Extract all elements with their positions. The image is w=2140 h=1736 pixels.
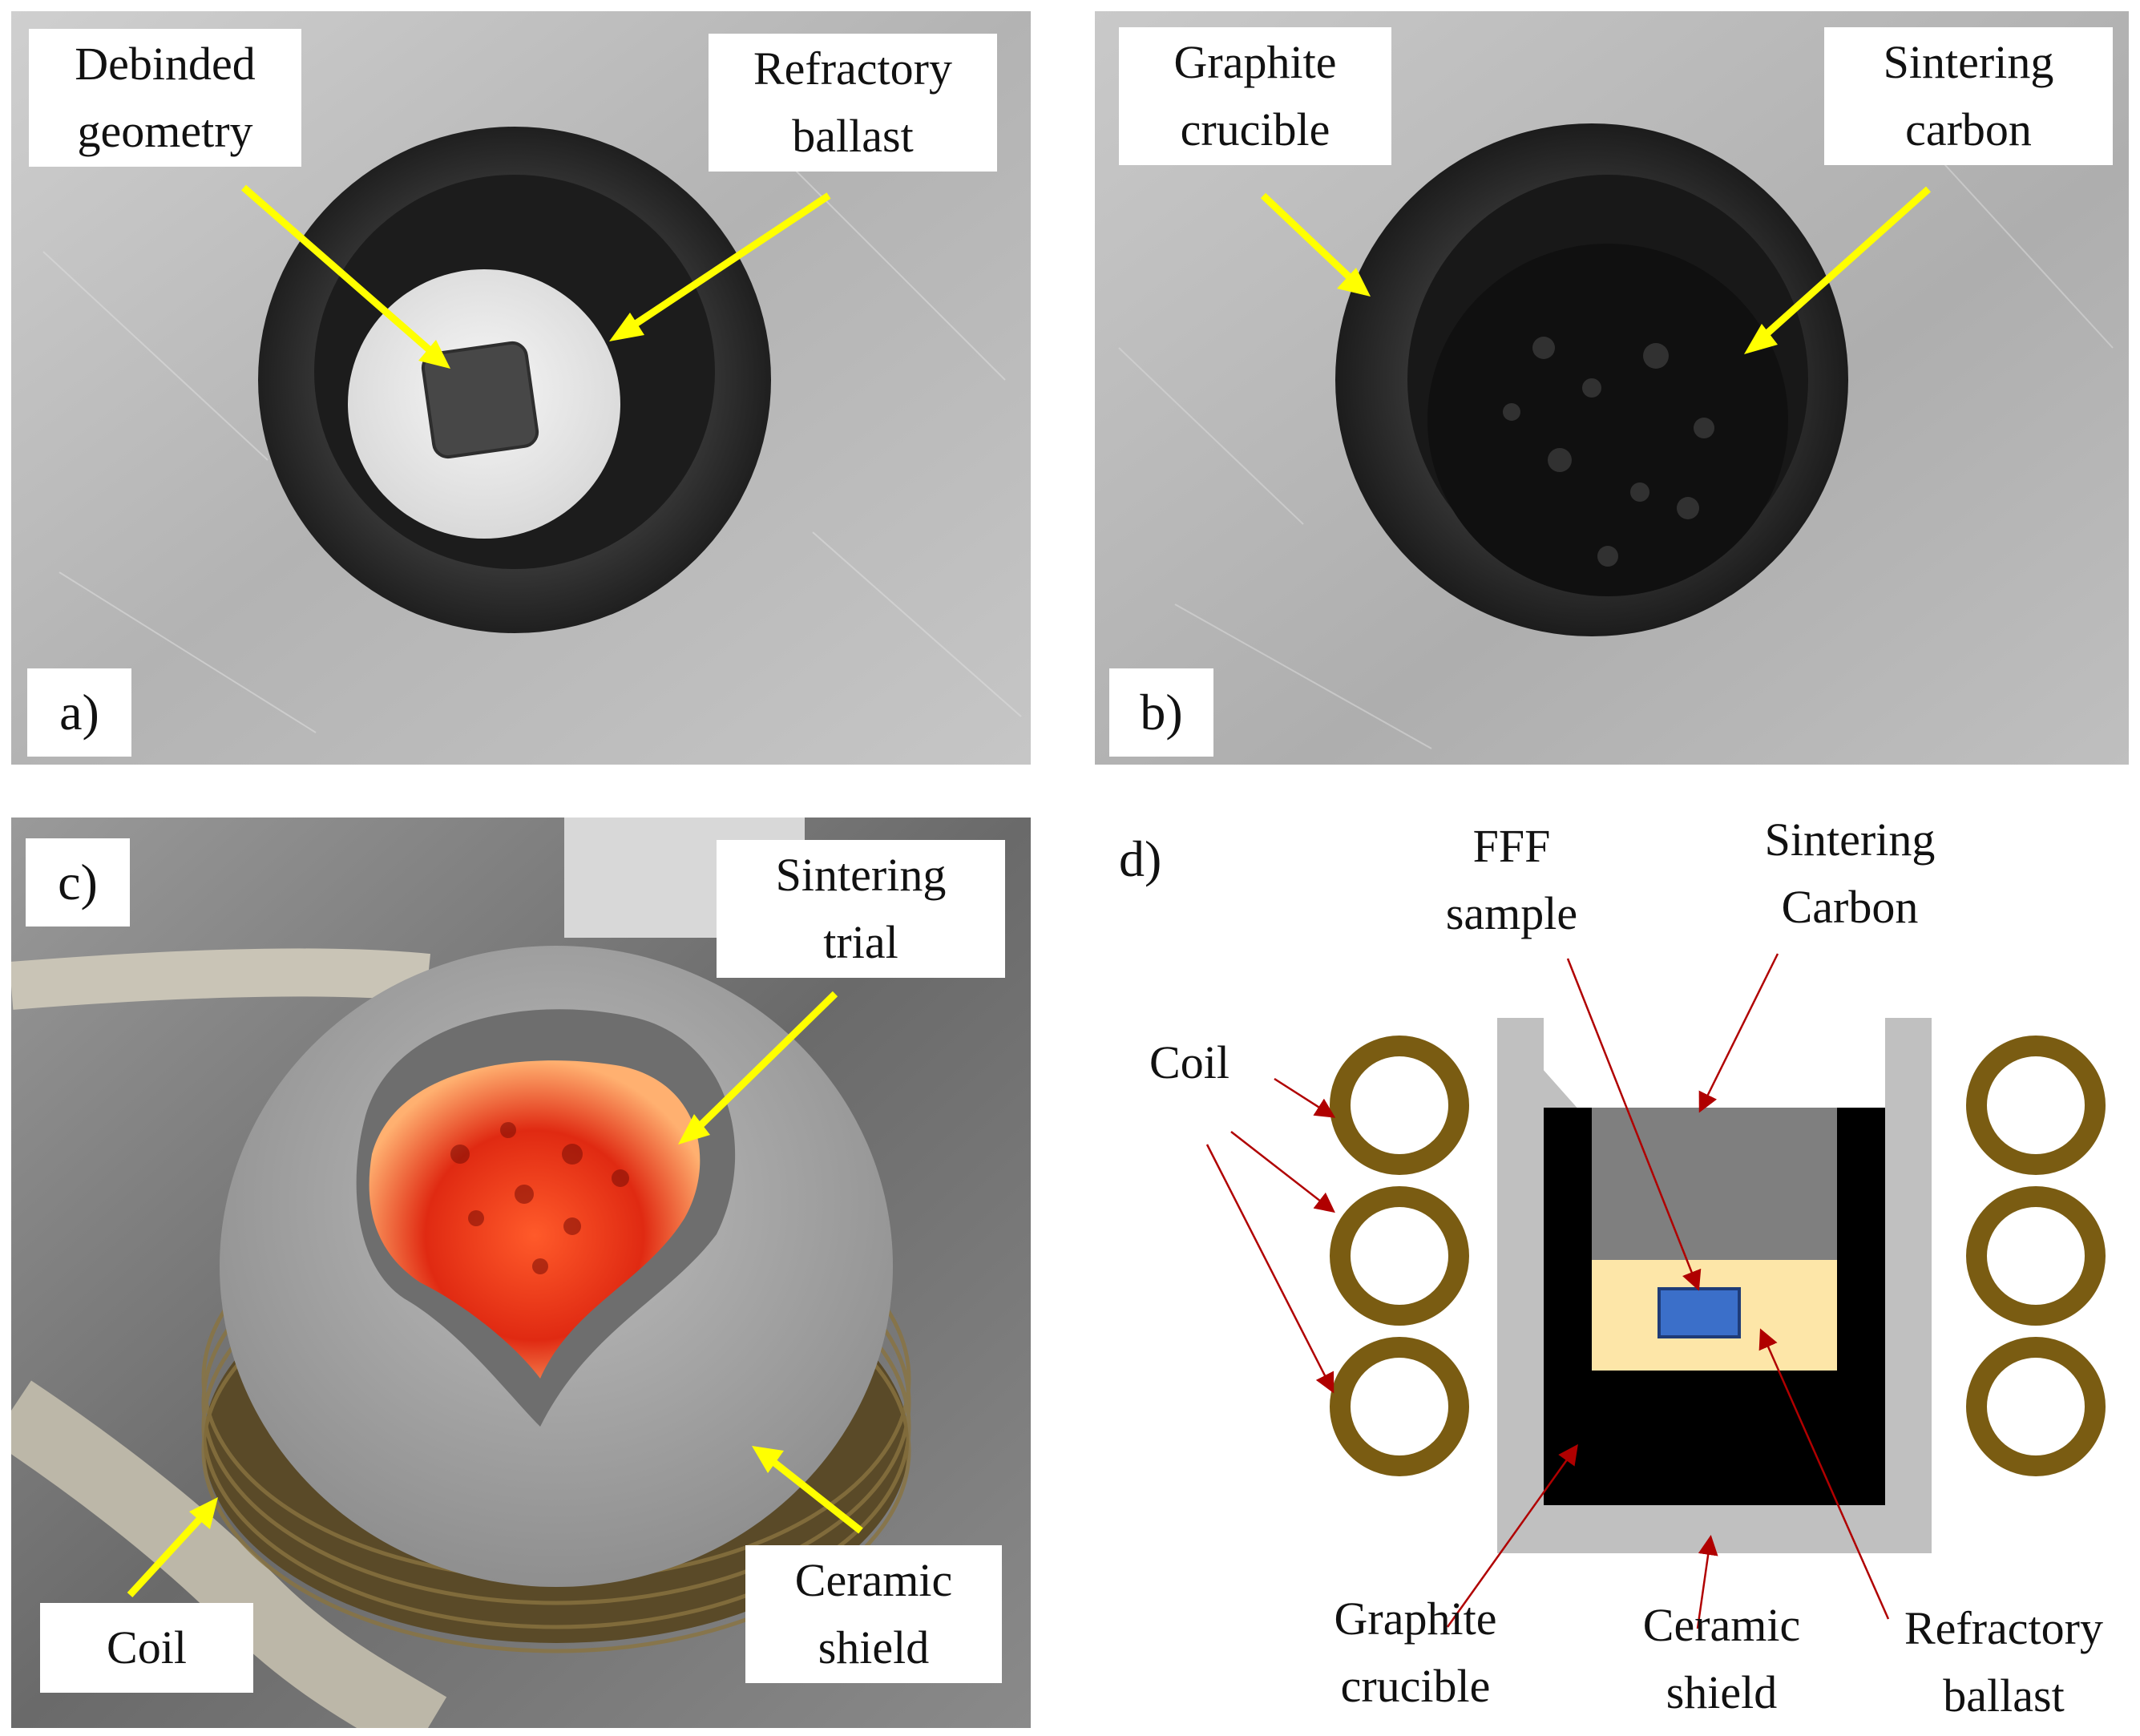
coil-left-top — [1330, 1036, 1469, 1175]
label-line: Refractory — [753, 42, 952, 95]
leader-fff-sample — [1566, 958, 1702, 1291]
label-line: Refractory — [1904, 1602, 2103, 1654]
leader-refractory-ballast — [1758, 1328, 1890, 1620]
leader-sintering-carbon — [1698, 953, 1779, 1113]
label-graphite-crucible: Graphite crucible — [1119, 27, 1391, 165]
arrow-debinded — [241, 184, 437, 357]
label-line: Sintering — [1764, 818, 1936, 866]
schematic-diagram — [1205, 953, 2106, 1629]
panel-a: Debinded geometry Refractory ballast a) — [11, 11, 1031, 765]
coil-left-middle — [1330, 1186, 1469, 1326]
leader-coil-2 — [1230, 1131, 1335, 1213]
leader-graphite-crucible — [1446, 1443, 1578, 1628]
coil-lead-upper — [11, 948, 430, 1010]
label-line: ballast — [1943, 1669, 2065, 1722]
sintering-carbon-layer — [1592, 1108, 1837, 1260]
ceramic-shield-right — [1885, 1018, 1932, 1553]
arrow-refractory — [626, 192, 831, 332]
label-line: Debinded — [75, 38, 256, 90]
label-line: Ceramic — [1642, 1599, 1801, 1651]
label-graphite-crucible: Graphite crucible — [1295, 1585, 1536, 1720]
glowing-sintering-trial — [369, 1060, 701, 1379]
panel-d: d) FFF sample Sintering Carbon Coil Grap… — [1095, 818, 2129, 1728]
label-debinded-geometry: Debinded geometry — [29, 29, 301, 167]
ceramic-shield-body — [1497, 1018, 1932, 1553]
label-coil: Coil — [1125, 1029, 1254, 1096]
label-line: Graphite — [1173, 36, 1337, 88]
label-line: trial — [823, 916, 898, 968]
label-line: Coil — [1149, 1036, 1229, 1088]
label-line: crucible — [1180, 103, 1330, 155]
label-ceramic-shield: Ceramic shield — [745, 1545, 1002, 1683]
coil-left-bottom — [1330, 1337, 1469, 1476]
label-line: FFF — [1472, 820, 1551, 872]
panel-c: c) Sintering trial Coil Ceramic shield — [11, 818, 1031, 1728]
label-coil: Coil — [40, 1603, 253, 1693]
label-refractory-ballast: Refractory ballast — [1884, 1595, 2124, 1728]
panel-tag-a: a) — [27, 668, 131, 757]
label-line: Sintering — [775, 849, 947, 901]
panel-tag-d: d) — [1119, 830, 1162, 887]
label-line: Sintering — [1883, 36, 2054, 88]
label-refractory-ballast: Refractory ballast — [709, 34, 997, 172]
arrow-ceramic-shield — [767, 1455, 863, 1534]
label-line: carbon — [1905, 103, 2032, 155]
label-line: sample — [1445, 887, 1578, 939]
coil-turns — [1330, 1036, 2106, 1476]
coil-right-middle — [1966, 1186, 2106, 1326]
sintering-carbon-fill — [1427, 244, 1788, 596]
arrow-carbon — [1759, 186, 1931, 341]
panel-tag-c: c) — [26, 838, 130, 927]
label-line: shield — [818, 1621, 930, 1673]
panel-tag-b: b) — [1109, 668, 1213, 757]
coil-lead-lower — [11, 1380, 447, 1728]
label-line: Graphite — [1334, 1593, 1497, 1645]
label-ceramic-shield: Ceramic shield — [1609, 1592, 1834, 1726]
arrow-sintering-trial — [694, 991, 838, 1132]
label-line: geometry — [77, 105, 253, 157]
coil-right-top — [1966, 1036, 2106, 1175]
label-line: Coil — [107, 1621, 187, 1673]
panel-b: Graphite crucible Sintering carbon b) — [1095, 11, 2129, 765]
label-sintering-trial: Sintering trial — [717, 840, 1005, 978]
arrow-graphite — [1260, 192, 1356, 284]
debinded-geometry-sample — [421, 341, 539, 459]
label-sintering-carbon: Sintering Carbon — [1722, 818, 1978, 941]
label-line: crucible — [1340, 1660, 1491, 1712]
arrow-coil — [127, 1512, 207, 1598]
leader-ceramic-shield — [1696, 1535, 1718, 1629]
label-line: Ceramic — [794, 1554, 953, 1606]
fff-sample — [1657, 1287, 1741, 1338]
label-sintering-carbon: Sintering carbon — [1824, 27, 2113, 165]
label-line: ballast — [792, 110, 914, 162]
label-line: Carbon — [1781, 881, 1919, 933]
coil-right-bottom — [1966, 1337, 2106, 1476]
panel-c-photo — [11, 818, 1031, 1728]
leader-coil-1 — [1274, 1077, 1336, 1118]
leader-coil-3 — [1205, 1144, 1334, 1394]
label-line: shield — [1666, 1666, 1778, 1718]
label-fff-sample: FFF sample — [1407, 818, 1616, 947]
